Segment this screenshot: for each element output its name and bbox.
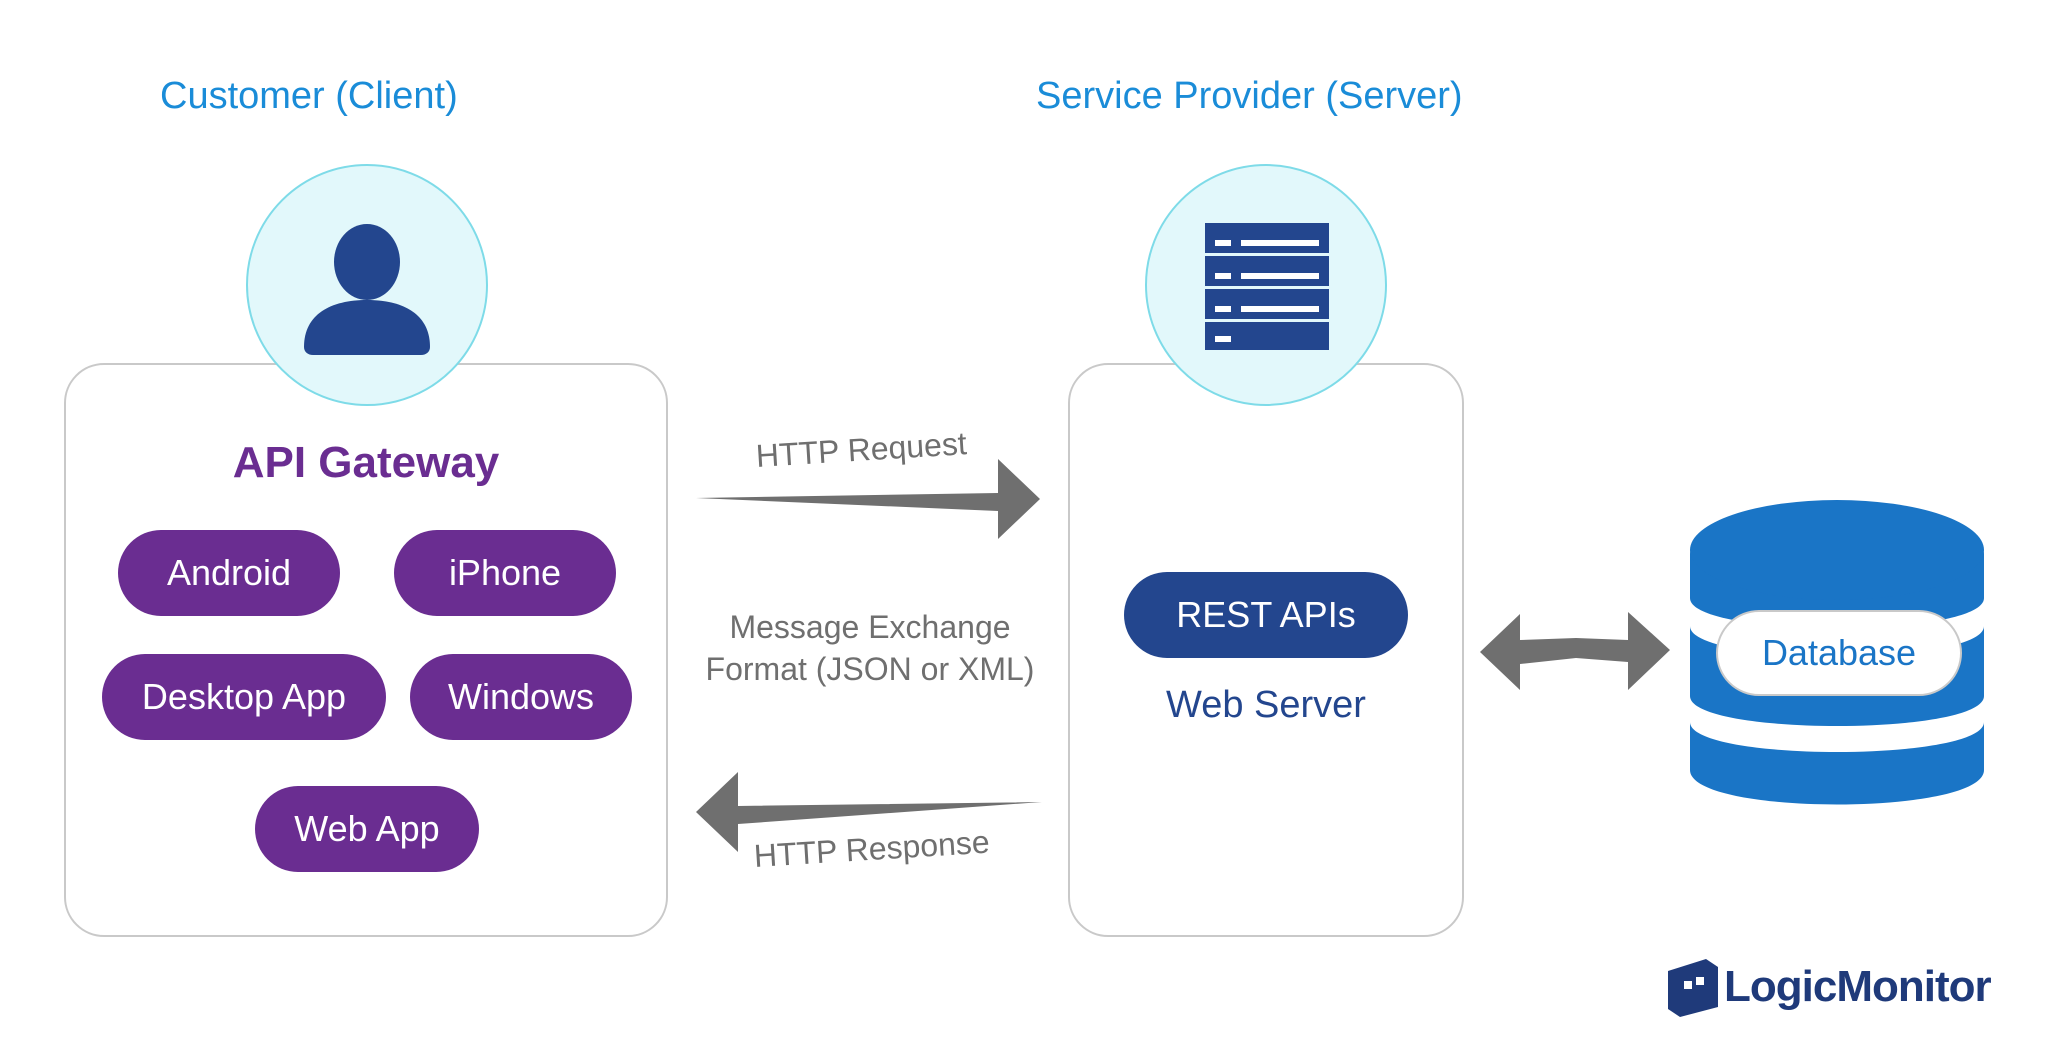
app-pill-desktop-app: Desktop App bbox=[102, 654, 386, 740]
server-title: Service Provider (Server) bbox=[1036, 75, 1463, 117]
user-icon bbox=[304, 224, 430, 355]
logicmonitor-logo-icon bbox=[1668, 959, 1718, 1017]
client-title: Customer (Client) bbox=[160, 75, 458, 117]
http-request-arrow bbox=[696, 459, 1040, 539]
bidirectional-arrow bbox=[1480, 612, 1670, 690]
app-pill-iphone: iPhone bbox=[394, 530, 616, 616]
http-response-arrow bbox=[696, 772, 1042, 852]
message-format-line-1: Message Exchange bbox=[729, 609, 1011, 645]
database-label: Database bbox=[1716, 610, 1962, 696]
web-server-label: Web Server bbox=[1166, 684, 1366, 726]
message-format-label: Message Exchange Format (JSON or XML) bbox=[680, 606, 1060, 690]
app-pill-windows: Windows bbox=[410, 654, 632, 740]
logicmonitor-brand-name: LogicMonitor bbox=[1724, 962, 1992, 1011]
message-format-line-2: Format (JSON or XML) bbox=[705, 651, 1035, 687]
rest-apis-pill: REST APIs bbox=[1124, 572, 1408, 658]
app-pill-android: Android bbox=[118, 530, 340, 616]
server-panel bbox=[1068, 363, 1464, 937]
api-gateway-title: API Gateway bbox=[232, 438, 500, 487]
app-pill-web-app: Web App bbox=[255, 786, 479, 872]
server-rack-icon bbox=[1205, 223, 1329, 350]
